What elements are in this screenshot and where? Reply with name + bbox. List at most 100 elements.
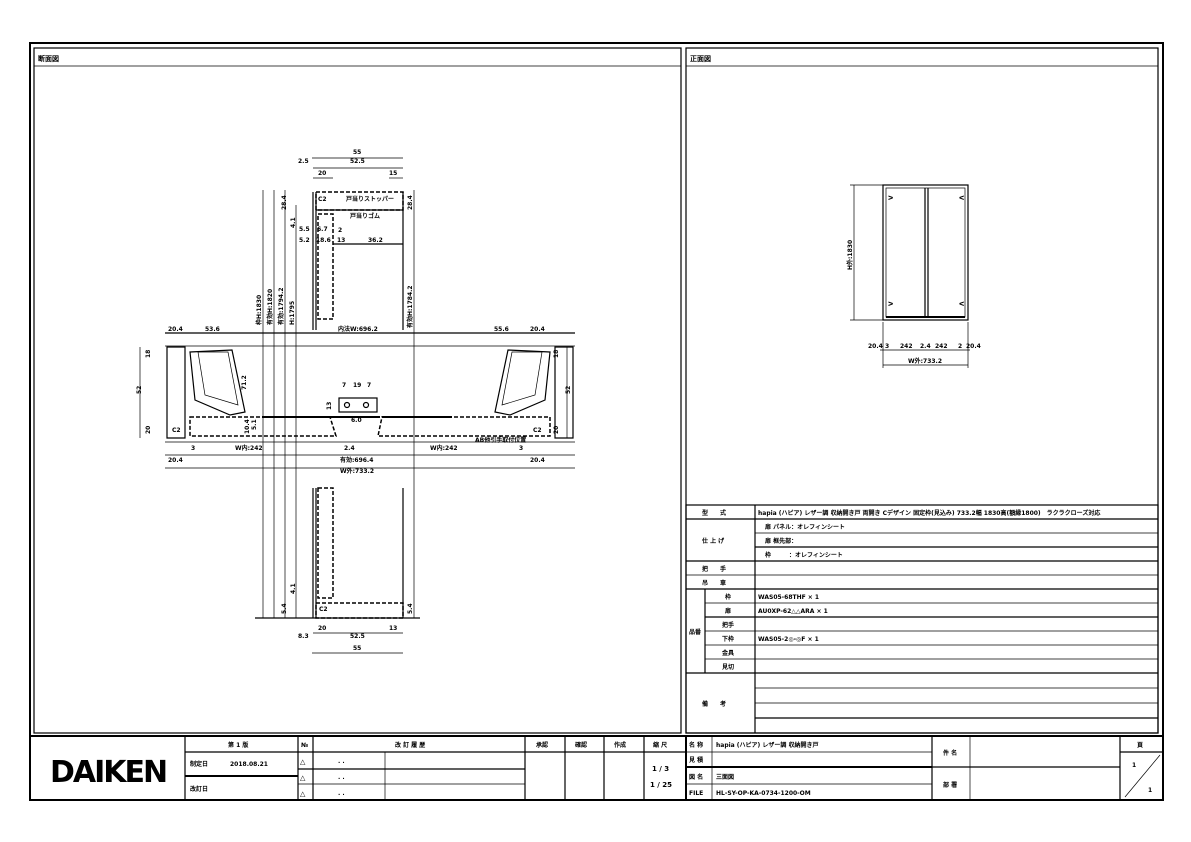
spec-table-text: 型 式 hapia (ハピア) レザー調 収納開き戸 両開き Cデザイン 固定枠…: [689, 509, 1100, 708]
dimension-label: 53.6: [205, 326, 220, 333]
dimension-label: △: [300, 774, 306, 782]
dimension-label: W内:242: [235, 444, 263, 452]
front-elevation-drawing: ᐳ ᐸ ᐳ ᐸ: [850, 184, 970, 368]
handle-label: 把 手: [702, 565, 726, 573]
dimension-label: 2: [338, 227, 342, 234]
section-panel: [33, 47, 682, 734]
dimension-label: 5.5: [299, 226, 310, 233]
dimension-label: 242: [935, 343, 948, 350]
dimension-label: C2: [533, 427, 542, 434]
dimension-label: 10.4: [244, 419, 251, 434]
dimension-label: 5.1: [251, 419, 258, 430]
dimension-label: 改訂日: [190, 785, 208, 793]
title-block-text: 第 1 版 制定日 2018.08.21 改訂日 № △ △ △ . . . .…: [190, 741, 1152, 798]
dimension-label: 制定日: [190, 760, 208, 768]
dimension-label: 1 / 3: [652, 765, 669, 773]
dimension-label: 金具: [721, 649, 734, 657]
dimension-label: 7: [367, 382, 371, 389]
model-label: 型 式: [702, 509, 726, 517]
dimension-label: 20.4: [168, 326, 183, 333]
svg-text:ᐳ: ᐳ: [888, 195, 893, 202]
dimension-label: 55: [353, 149, 361, 156]
dimension-label: 20.4: [530, 326, 545, 333]
dimension-label: 55: [353, 645, 361, 652]
dimension-label: 2: [958, 343, 962, 350]
dimension-label: 18: [145, 350, 152, 358]
dimension-label: 戸当りゴム: [350, 212, 380, 220]
dimension-label: 6.7: [317, 226, 328, 233]
sheet-border: [29, 42, 1164, 801]
dimension-label: 5.2: [299, 237, 310, 244]
dimension-label: 戸当りストッパー: [346, 195, 394, 203]
front-view-title: 正面図: [690, 54, 711, 63]
dimension-label: 5.4: [407, 603, 414, 614]
dimension-label: 20.4: [966, 343, 981, 350]
hanger-label: 吊 車: [702, 579, 726, 587]
dimension-label: 2.5: [298, 158, 309, 165]
dimension-label: . .: [338, 774, 345, 781]
dimension-label: 2018.08.21: [230, 761, 268, 768]
dimension-label: 4.1: [290, 217, 297, 228]
dimension-label: 20.4: [530, 457, 545, 464]
dimension-label: 15: [389, 170, 397, 177]
dimension-label: 2.4: [920, 343, 931, 350]
dimension-label: 20.4: [168, 457, 183, 464]
dimension-label: 改 訂 履 歴: [395, 741, 425, 749]
dimension-label: 有効H:1784.2: [406, 285, 414, 328]
dimension-label: 1 / 25: [650, 781, 672, 789]
dimension-label: 下枠: [722, 635, 734, 643]
dimension-label: 3: [519, 445, 523, 452]
dimension-label: 13: [389, 625, 397, 632]
parts-label: 品番: [689, 628, 702, 636]
dimension-label: 見切: [721, 663, 734, 671]
spec-table: [685, 504, 1159, 734]
dimension-label: 内法W:696.2: [338, 325, 378, 333]
dimension-label: 3: [885, 343, 889, 350]
dimension-label: △: [300, 758, 306, 766]
front-dimension-labels: H外:1830 20.4 3 242 2.4 242 2 20.4 W外:733…: [846, 240, 981, 365]
dimension-label: △: [300, 790, 306, 798]
dimension-label: 部 署: [943, 781, 957, 789]
dimension-label: 52: [136, 386, 143, 394]
dimension-label: FILE: [689, 790, 703, 797]
dimension-label: 28.4: [281, 195, 288, 210]
dimension-label: C2: [172, 427, 181, 434]
dimension-label: 20.4: [868, 343, 883, 350]
dimension-label: . .: [338, 758, 345, 765]
dimension-label: H外:1830: [846, 240, 854, 270]
dimension-label: 確認: [575, 741, 587, 749]
svg-text:ᐸ: ᐸ: [959, 301, 964, 308]
dimension-label: 枠H:1830: [255, 295, 263, 325]
dimension-label: 20: [318, 625, 326, 632]
dimension-label: H:1795: [289, 301, 296, 325]
dimension-label: 有効H:1820: [266, 289, 274, 325]
dimension-label: 18: [553, 350, 560, 358]
dimension-label: 3: [191, 445, 195, 452]
dimension-label: 2.4: [344, 445, 355, 452]
dimension-label: WAS05-2◎-◎F × 1: [758, 636, 819, 643]
dimension-label: 18.6: [316, 237, 331, 244]
dimension-label: AB他引手取付位置: [475, 436, 526, 444]
remarks-label: 備 考: [702, 700, 726, 708]
section-view-title: 断面図: [38, 54, 59, 63]
dimension-label: 52: [565, 386, 572, 394]
model-value: hapia (ハピア) レザー調 収納開き戸 両開き Cデザイン 固定枠(見込み…: [758, 509, 1100, 517]
dimension-label: 55.6: [494, 326, 509, 333]
dimension-label: 20: [145, 426, 152, 434]
dimension-label: 71.2: [241, 375, 248, 390]
dimension-label: 52.5: [350, 633, 365, 640]
dimension-label: . .: [338, 790, 345, 797]
dimension-label: W外:733.2: [340, 467, 374, 475]
dimension-label: 28.4: [407, 195, 414, 210]
dimension-label: W外:733.2: [908, 357, 942, 365]
svg-text:ᐸ: ᐸ: [959, 195, 964, 202]
svg-text:ᐳ: ᐳ: [888, 301, 893, 308]
dimension-label: 扉: [724, 607, 731, 615]
dimension-label: 13: [326, 402, 333, 410]
dimension-label: 36.2: [368, 237, 383, 244]
dimension-label: 52.5: [350, 158, 365, 165]
front-panel: [685, 47, 1159, 734]
dimension-label: 扉 パネル：オレフィンシート: [764, 523, 845, 531]
dimension-label: 20: [553, 426, 560, 434]
